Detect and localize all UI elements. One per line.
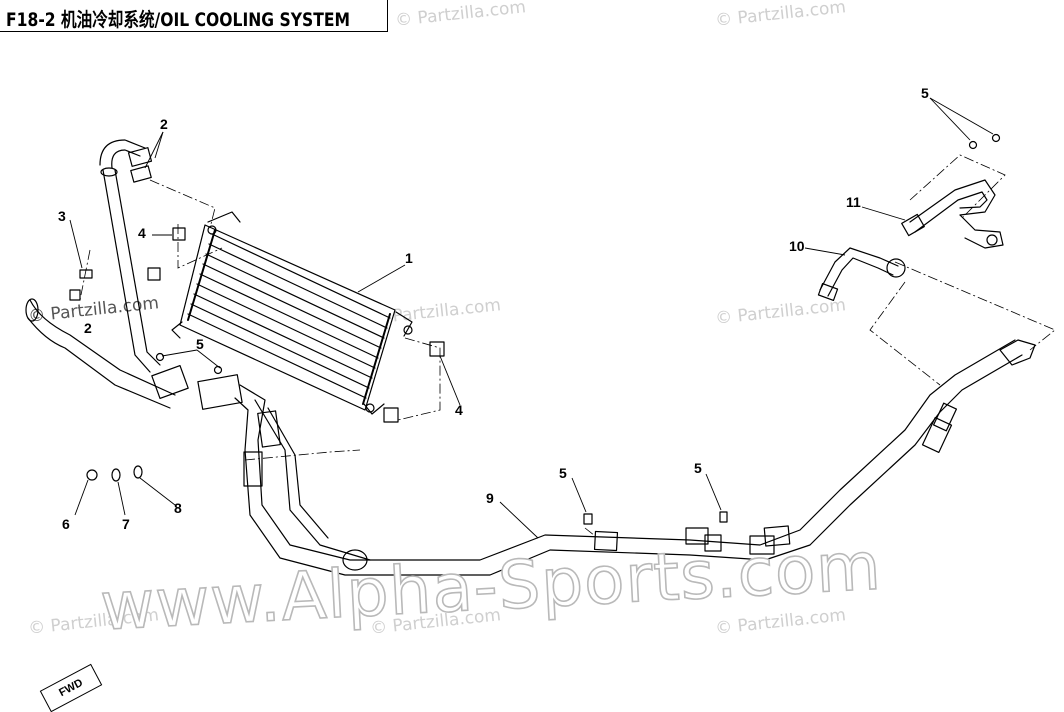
callout-4: 4 — [138, 225, 146, 241]
callout-4: 4 — [455, 402, 463, 418]
callout-5: 5 — [559, 465, 567, 481]
callout-7: 7 — [122, 516, 130, 532]
callout-10: 10 — [789, 238, 805, 254]
callout-2: 2 — [84, 320, 92, 336]
lower-left-hose — [25, 298, 243, 410]
callout-3: 3 — [58, 208, 66, 224]
callout-5: 5 — [694, 460, 702, 476]
main-oil-lines — [234, 339, 1036, 576]
title-box: F18-2 机油冷却系统/OIL COOLING SYSTEM — [0, 0, 388, 32]
callout-9: 9 — [486, 490, 494, 506]
callout-6: 6 — [62, 516, 70, 532]
upper-hose — [99, 139, 161, 373]
callout-11: 11 — [846, 194, 861, 210]
diagram-title: F18-2 机油冷却系统/OIL COOLING SYSTEM — [6, 9, 351, 31]
callout-5: 5 — [196, 336, 204, 352]
small-parts — [69, 133, 1001, 525]
callout-5: 5 — [921, 85, 929, 101]
callout-1: 1 — [405, 250, 413, 266]
callout-8: 8 — [174, 500, 182, 516]
callout-2: 2 — [160, 116, 168, 132]
oil-cooler — [171, 211, 413, 415]
